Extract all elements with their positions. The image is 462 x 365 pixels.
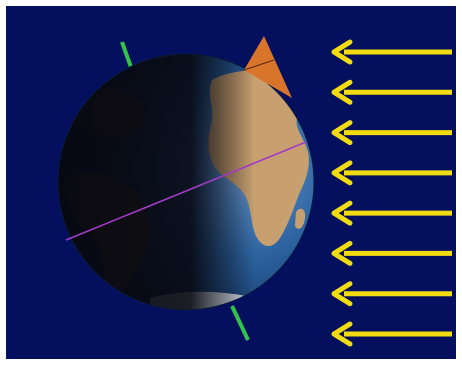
sun-ray-arrowhead	[331, 281, 353, 307]
rotation-axis-south	[230, 305, 250, 341]
continents	[58, 54, 314, 310]
sun-ray-arrowhead	[331, 200, 353, 226]
rotation-axis-north	[120, 41, 134, 71]
sun-ray-arrowhead	[331, 79, 353, 105]
sun-ray-arrowhead	[331, 120, 353, 146]
globe-outline	[57, 53, 315, 311]
sun-ray-arrow	[331, 200, 452, 226]
sun-ray-arrow	[331, 281, 452, 307]
sun-ray-arrow	[331, 160, 452, 186]
sun-ray-arrow	[331, 79, 452, 105]
earth-globe	[57, 53, 315, 311]
night-side-shadow	[58, 54, 314, 310]
sun-ray-arrow	[331, 240, 452, 266]
wedge-edge	[243, 59, 275, 71]
sun-ray-arrow	[331, 39, 452, 65]
orange-wedge-marker	[244, 36, 292, 98]
sun-ray-arrowhead	[331, 39, 353, 65]
sun-ray-arrowhead	[331, 160, 353, 186]
sun-ray-arrow	[331, 321, 452, 347]
sun-ray-arrowhead	[331, 240, 353, 266]
equator-line	[65, 141, 307, 241]
sun-rays	[331, 39, 452, 347]
sun-ray-arrowhead	[331, 321, 353, 347]
sun-ray-arrow	[331, 120, 452, 146]
